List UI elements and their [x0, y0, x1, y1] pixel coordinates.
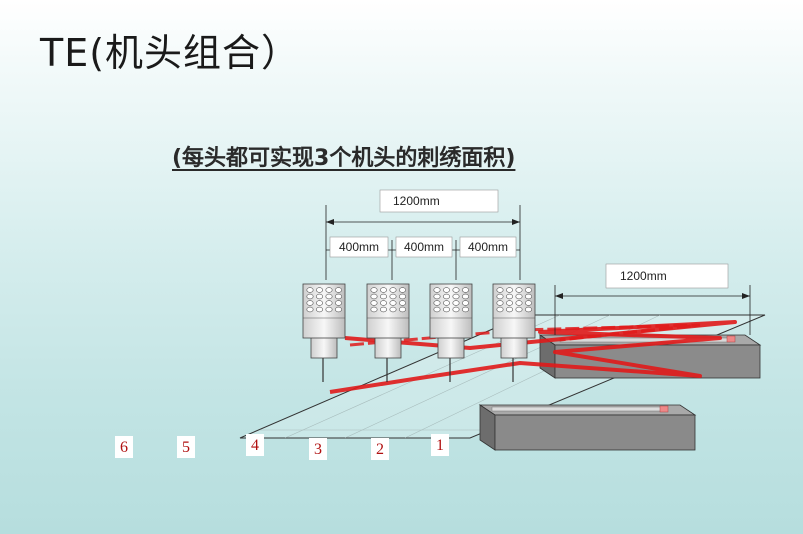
dimension-label-head-3: 400mm	[468, 240, 508, 254]
front-frame-rail	[478, 404, 697, 451]
embroidery-head-2	[366, 283, 410, 382]
position-label-2: 2	[371, 438, 389, 460]
dimension-head-spacing: 400mm 400mm 400mm	[326, 236, 520, 280]
page-subtitle: (每头都可实现3个机头的刺绣面积)	[172, 146, 516, 171]
dimension-label-head-2: 400mm	[404, 240, 444, 254]
dimension-label-total-right: 1200mm	[620, 269, 667, 283]
svg-text:2: 2	[376, 441, 384, 458]
dimension-label-head-1: 400mm	[339, 240, 379, 254]
embroidery-head-1	[302, 283, 346, 382]
svg-text:3: 3	[314, 441, 322, 458]
dimension-total-right: 1200mm	[554, 263, 751, 335]
position-label-1: 1	[431, 434, 449, 456]
position-label-6: 6	[115, 436, 133, 458]
embroidery-head-3	[429, 283, 473, 382]
page-title: TE(机头组合）	[40, 31, 301, 75]
embroidery-heads	[302, 283, 536, 382]
svg-text:5: 5	[182, 439, 190, 456]
embroidery-head-4	[492, 283, 536, 382]
position-label-3: 3	[309, 438, 327, 460]
dimension-label-total-top: 1200mm	[393, 194, 440, 208]
position-labels: 6 5 4 3 2 1	[115, 434, 449, 460]
svg-text:1: 1	[436, 437, 444, 454]
position-label-5: 5	[177, 436, 195, 458]
svg-text:4: 4	[251, 437, 259, 454]
dimension-total-top: 1200mm	[325, 189, 521, 280]
stitch-path	[329, 320, 737, 394]
position-label-4: 4	[246, 434, 264, 456]
svg-text:6: 6	[120, 439, 128, 456]
